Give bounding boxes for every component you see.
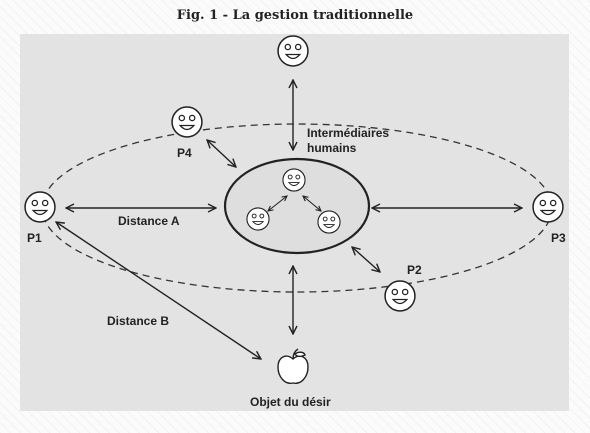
arrow-p4 (207, 140, 236, 167)
arrow-distance-b (56, 222, 261, 359)
label-p2: P2 (407, 263, 422, 277)
face-inner-left-icon (246, 207, 270, 231)
apple-icon (277, 348, 309, 384)
label-distance-b: Distance B (107, 314, 169, 328)
face-p1-icon (24, 191, 56, 223)
label-p1: P1 (27, 231, 42, 245)
arrow-inner-left (268, 196, 287, 211)
face-inner-top-icon (282, 168, 306, 192)
arrow-p2 (352, 247, 380, 272)
label-p3: P3 (551, 231, 566, 245)
figure-title: Fig. 1 - La gestion traditionnelle (176, 8, 414, 23)
face-p3-icon (532, 191, 564, 223)
label-distance-a: Distance A (118, 214, 180, 228)
label-intermediaires-2: humains (307, 141, 357, 155)
face-p2-icon (384, 280, 416, 312)
label-intermediaires-1: Intermédiaires (307, 126, 389, 140)
label-p4: P4 (177, 146, 192, 160)
arrow-inner-right (303, 196, 321, 211)
face-top-icon (277, 35, 309, 67)
face-inner-right-icon (317, 210, 341, 234)
label-objet: Objet du désir (250, 395, 331, 409)
face-p4-icon (171, 106, 203, 138)
